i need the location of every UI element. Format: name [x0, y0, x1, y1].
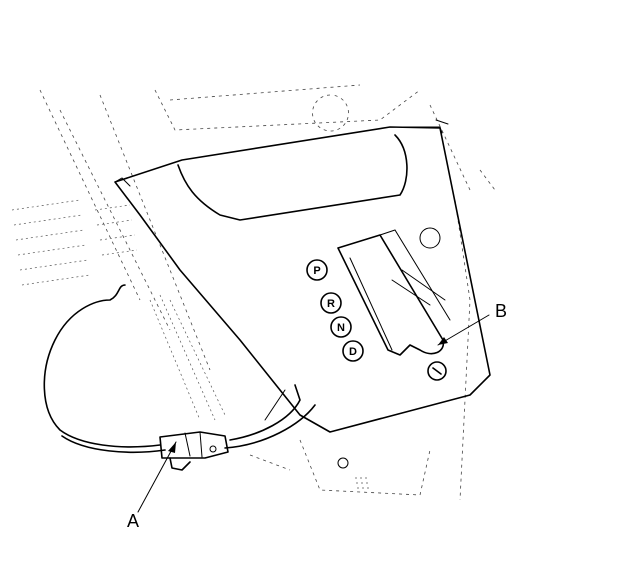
- connector-a: [159, 431, 229, 471]
- gear-label-d: D: [349, 346, 357, 358]
- callout-label-a: A: [127, 511, 139, 531]
- wire-harness: [43, 284, 316, 454]
- gear-p-circle: [306, 259, 328, 281]
- console-panel: [114, 119, 491, 433]
- leader-line-b: [437, 314, 490, 346]
- shift-gate: [337, 227, 451, 356]
- gear-n-circle: [330, 316, 352, 338]
- release-button-circle: [427, 361, 447, 381]
- release-button-mark: [432, 367, 442, 375]
- gear-label-p: P: [313, 265, 320, 277]
- gear-label-r: R: [327, 298, 335, 310]
- callout-arrows: [137, 314, 490, 513]
- gear-d-circle: [342, 340, 364, 362]
- dashboard-background: [11, 84, 496, 501]
- arrowhead-b: [438, 337, 448, 345]
- gear-label-n: N: [337, 322, 345, 334]
- gear-r-circle: [320, 292, 342, 314]
- leader-line-a: [137, 441, 177, 513]
- arrowhead-a: [168, 442, 176, 453]
- callout-label-b: B: [495, 301, 507, 321]
- bolt-icon: [337, 457, 372, 489]
- gear-indicator: P R N D: [306, 259, 447, 381]
